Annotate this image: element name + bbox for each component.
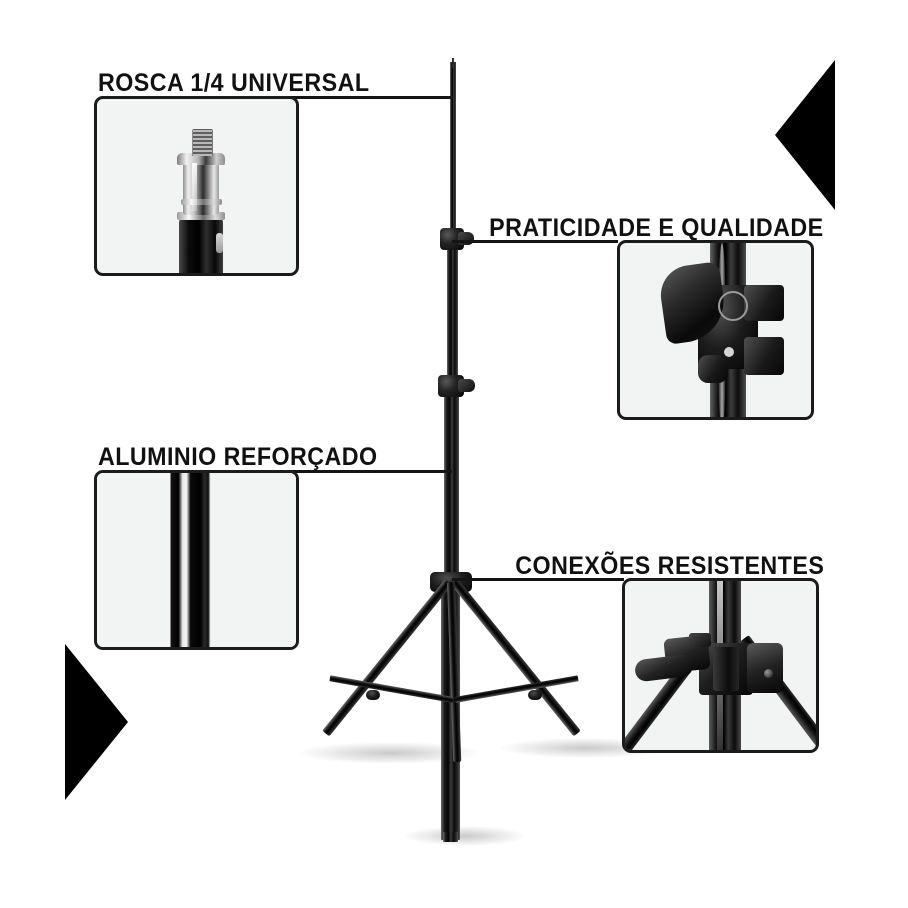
leg-joint-right: [528, 690, 542, 700]
callout-box-praticidade: [617, 240, 814, 420]
lower-lock-knob-wing: [458, 379, 475, 392]
screw-mid-ring: [181, 199, 222, 205]
tripod-leg-right: [451, 579, 581, 737]
screw-upper-flange: [177, 153, 225, 165]
upper-lock-knob-wing: [458, 232, 474, 245]
screw-thread-stud: [192, 129, 213, 156]
aluminium-tube-closeup-photo: [97, 473, 296, 647]
leader-line-aluminio: [200, 470, 452, 473]
leg-hub-bracket-photo: [625, 581, 816, 750]
leader-line-praticidade: [452, 240, 618, 243]
lower-pole-section: [444, 383, 459, 583]
hub-detail-bracket-slot: [713, 647, 739, 691]
center-column-foot: [443, 832, 458, 842]
leader-line-conexoes: [452, 578, 624, 581]
upper-pole-tip: [452, 58, 454, 68]
aluminium-tube-gradient: [97, 473, 296, 647]
callout-title-praticidade: PRATICIDADE E QUALIDADE: [489, 214, 824, 242]
screw-black-tube: [179, 219, 223, 273]
floor-shadow-left: [300, 742, 480, 764]
knob-detail-stem: [698, 355, 728, 383]
corner-triangle-bottom-left-icon: [65, 644, 128, 800]
callout-box-rosca: [94, 96, 299, 276]
knob-detail-ring: [718, 291, 748, 321]
leg-joint-left: [366, 690, 380, 700]
hub-detail-right-plate: [747, 643, 783, 693]
corner-triangle-top-right-icon: [775, 60, 835, 210]
knob-detail-tab-lower: [744, 337, 784, 375]
callout-box-aluminio: [94, 470, 299, 650]
callout-title-rosca: ROSCA 1/4 UNIVERSAL: [98, 69, 370, 97]
leader-line-rosca: [200, 96, 453, 99]
screw-specular-highlight: [192, 163, 197, 211]
lower-lock-knob: [438, 375, 464, 397]
upper-extension-pole: [450, 62, 456, 240]
hub-detail-screw: [764, 669, 773, 678]
hub-detail-top-clip: [689, 633, 711, 647]
callout-title-aluminio: ALUMINIO REFORÇADO: [98, 443, 378, 471]
twist-lock-knob-photo: [620, 243, 811, 417]
knob-detail-tab-upper: [744, 285, 784, 321]
middle-pole-section: [447, 236, 458, 388]
quarter-inch-thread-screw-photo: [97, 99, 296, 273]
screw-chrome-body: [183, 159, 219, 215]
callout-box-conexoes: [622, 578, 819, 753]
screw-tube-notch: [216, 233, 223, 253]
screw-tube-collar: [177, 212, 225, 220]
tripod-leg-left: [322, 579, 452, 737]
floor-shadow-center: [405, 826, 525, 846]
callout-title-conexoes: CONEXÕES RESISTENTES: [514, 552, 824, 580]
knob-detail-pin-hole: [724, 347, 734, 357]
tripod-brace-right: [454, 675, 579, 703]
